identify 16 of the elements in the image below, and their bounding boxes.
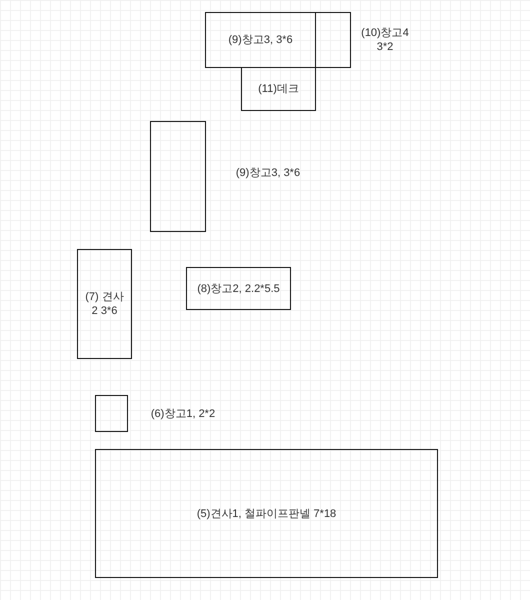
area-label: (6)창고1, 2*2 — [150, 407, 216, 421]
area-label: (9)창고3, 3*6 — [227, 33, 294, 47]
area-label: (11)데크 — [257, 82, 300, 96]
area-box — [205, 12, 316, 68]
area-label: (10)창고4 3*2 — [360, 26, 410, 54]
area-box — [95, 395, 128, 432]
area-label: (9)창고3, 3*6 — [234, 166, 302, 180]
area-box — [95, 449, 438, 578]
area-label: (5)견사1, 철파이프판넬 7*18 — [196, 506, 338, 520]
area-box — [150, 121, 206, 232]
area-box — [77, 249, 132, 359]
area-label: (8)창고2, 2.2*5.5 — [196, 282, 281, 296]
area-label: (7) 견사2 3*6 — [84, 290, 124, 318]
area-box — [315, 12, 351, 68]
area-box — [241, 67, 316, 111]
area-box — [186, 267, 291, 310]
